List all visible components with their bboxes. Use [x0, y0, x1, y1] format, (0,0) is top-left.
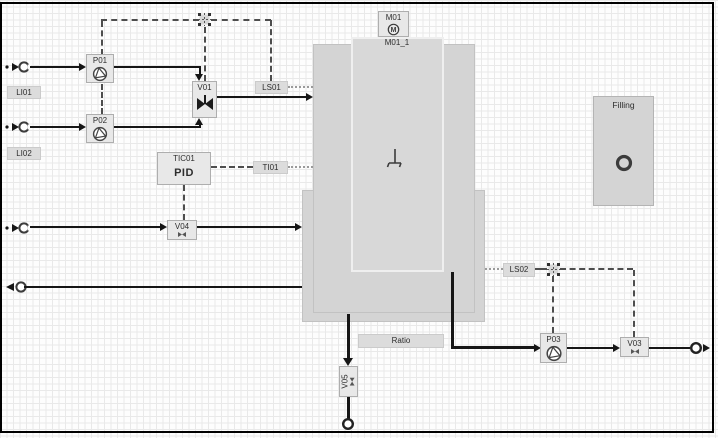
pipe-v01-tank	[216, 96, 306, 98]
arrow-into-p03	[534, 344, 541, 352]
arrow-into-v04	[160, 223, 167, 231]
pipe-tank-right-down	[451, 272, 454, 349]
arrow-into-p02	[79, 123, 86, 131]
pipe-v03-outlet	[649, 347, 690, 349]
sense-tank-ls02	[485, 268, 503, 270]
signal-top-right	[211, 19, 271, 21]
pump-p01[interactable]: P01	[86, 54, 114, 83]
pipe-p03-v03	[567, 347, 613, 349]
pipe-p02-elbow	[114, 126, 201, 128]
signal-junction-right	[560, 268, 633, 270]
pipe-v04-tank	[197, 226, 295, 228]
signal-v03-down	[633, 270, 635, 337]
sense-ti01-tank	[288, 166, 313, 168]
tag-ls02[interactable]: LS02	[503, 263, 535, 277]
valve-v05[interactable]: V05	[339, 366, 358, 397]
motor-m01[interactable]: M01 M	[378, 11, 409, 37]
vessel-m01-1[interactable]	[351, 37, 444, 272]
arrow-into-v01-top	[195, 74, 203, 81]
pump-p03-label: P03	[546, 335, 561, 344]
valve-v01-label: V01	[197, 83, 212, 92]
signal-junction-v01	[204, 27, 206, 81]
motor-icon: M	[387, 23, 400, 36]
controller-tic01[interactable]: TIC01 PID	[157, 152, 211, 185]
tag-li02[interactable]: LI02	[7, 147, 41, 160]
pump-p02-label: P02	[92, 116, 108, 125]
outlet-terminator-icon	[689, 341, 703, 355]
pump-icon	[545, 345, 562, 362]
signal-top-left	[101, 19, 199, 21]
pump-icon	[92, 66, 108, 82]
pipe-tank-sink	[24, 286, 302, 288]
source-connector-icon	[5, 222, 31, 234]
controller-tic01-label: TIC01	[173, 154, 195, 163]
pipe-src3-v04	[30, 226, 160, 228]
pipe-src2-p02	[30, 126, 79, 128]
arrow-into-tank-mid	[295, 223, 302, 231]
signal-junction-node	[198, 13, 211, 26]
pump-p03[interactable]: P03	[540, 333, 567, 363]
arrow-into-tank-top	[306, 93, 313, 101]
source-connector-icon	[5, 121, 31, 133]
arrow-into-p01	[79, 63, 86, 71]
tag-ls01[interactable]: LS01	[255, 81, 288, 94]
drain-terminator-icon	[341, 417, 355, 431]
tag-li01[interactable]: LI01	[7, 86, 41, 99]
valve-mini-icon	[630, 349, 639, 354]
pipe-v05-drain	[347, 397, 350, 419]
source-connector-icon	[5, 61, 31, 73]
filling-panel[interactable]: Filling	[593, 96, 654, 206]
agitator-icon	[386, 149, 402, 168]
pipe-tank-bottom	[347, 314, 350, 358]
valve-v04[interactable]: V04	[167, 220, 197, 240]
signal-ls01-up	[270, 20, 272, 81]
signal-tic01-ti01	[211, 166, 253, 168]
arrow-into-v05	[343, 358, 353, 366]
signal-tic01-v04	[183, 185, 185, 220]
valve-mini-icon	[349, 377, 355, 386]
signal-p01-p02	[101, 84, 103, 114]
pipe-p01-elbow	[114, 66, 201, 68]
pump-p01-label: P01	[92, 56, 108, 65]
signal-junction-node	[547, 263, 560, 276]
valve-v03[interactable]: V03	[620, 337, 649, 357]
arrow-into-v03	[613, 344, 620, 352]
sense-ls01-tank	[288, 86, 313, 88]
signal-p01-up	[101, 21, 103, 55]
tag-ratio[interactable]: Ratio	[358, 334, 444, 348]
vessel-label: M01_1	[384, 38, 410, 47]
valve-v01[interactable]: V01	[192, 81, 217, 118]
arrow-outlet	[703, 344, 710, 352]
arrow-into-v01-bottom	[195, 118, 203, 125]
valve-v03-label: V03	[627, 339, 642, 348]
filling-panel-title: Filling	[612, 100, 635, 110]
motor-m01-label: M01	[385, 13, 402, 22]
signal-ls02-junction	[535, 268, 547, 270]
valve-mini-icon	[178, 232, 186, 237]
pump-icon	[92, 126, 108, 142]
pipe-src1-p01	[30, 66, 79, 68]
svg-text:M: M	[391, 27, 397, 34]
pipe-elbow-p03	[451, 346, 534, 349]
filling-state-icon	[615, 154, 632, 172]
signal-p03-down	[552, 276, 554, 333]
pipe-elbow-v01-top	[199, 67, 201, 74]
pump-p02[interactable]: P02	[86, 114, 114, 143]
tag-ti01[interactable]: TI01	[253, 161, 288, 174]
sink-connector-icon	[6, 281, 27, 293]
valve-icon	[196, 95, 213, 110]
pipe-elbow-v01-bottom	[199, 124, 201, 128]
controller-pid-label: PID	[174, 167, 194, 179]
valve-v04-label: V04	[174, 222, 190, 231]
